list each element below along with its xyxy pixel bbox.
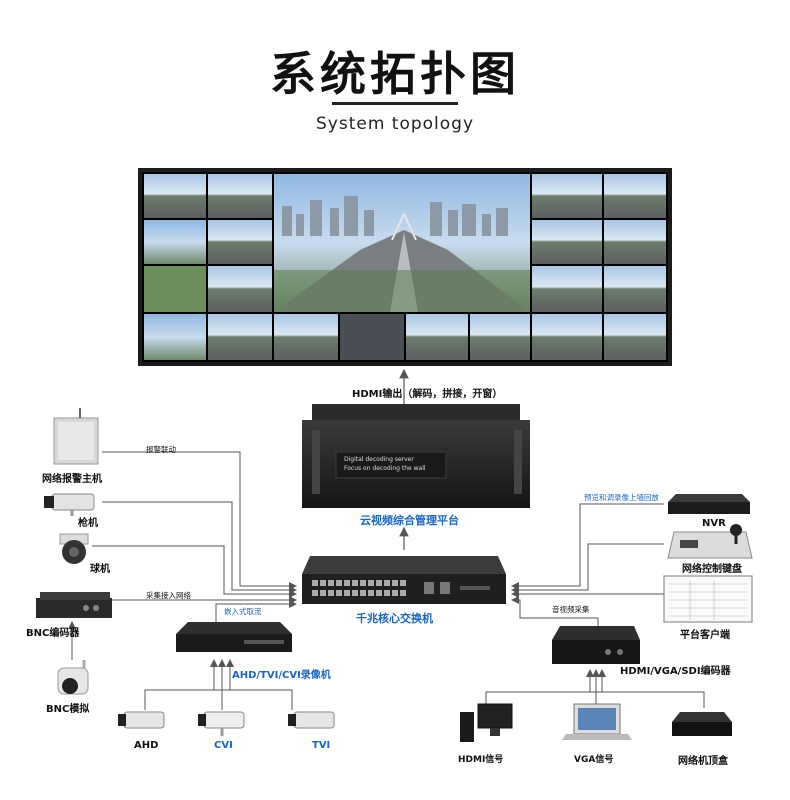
vga-signal-label: VGA信号 (574, 755, 614, 765)
dvr-device (176, 622, 292, 652)
control-keyboard-label: 网络控制键盘 (682, 564, 742, 575)
page-title: 系统拓扑图 (270, 47, 520, 101)
cvi-camera-device (198, 711, 245, 736)
embedded-stream-label: 嵌入式取流 (224, 607, 262, 616)
nvr-label: NVR (702, 518, 726, 529)
page-subtitle: System topology (315, 114, 475, 134)
video-wall-tiles (144, 174, 666, 360)
dome-camera-label: 球机 (90, 564, 110, 575)
bnc-analog-camera-device (57, 660, 89, 695)
cvi-label: CVI (214, 740, 233, 751)
hdmi-encoder-device (552, 626, 640, 664)
preview-playback-label: 预览和调录像上墙回放 (584, 493, 659, 502)
settop-box-device (672, 712, 732, 736)
nvr-device (668, 494, 750, 514)
decoder-name: 云视频综合管理平台 (360, 514, 459, 527)
settop-box-label: 网络机顶盒 (678, 756, 728, 767)
decoder-panel-line2: Focus on decoding the wall (344, 465, 426, 472)
alarm-link-label: 报警联动 (146, 445, 176, 454)
core-switch (302, 556, 506, 604)
decoding-server (302, 404, 530, 508)
bnc-analog-label: BNC模拟 (46, 704, 90, 715)
alarm-host-device (53, 408, 99, 465)
dome-camera-device (59, 533, 89, 564)
platform-client-label: 平台客户端 (680, 630, 730, 641)
title-underline (332, 102, 458, 105)
platform-client-device (663, 575, 753, 623)
control-keyboard-device (667, 524, 753, 559)
hdmi-source-pc-device (460, 703, 513, 742)
tvi-camera-device (288, 711, 335, 729)
bnc-encoder-label: BNC编码器 (26, 628, 80, 639)
dvr-label: AHD/TVI/CVI录像机 (232, 670, 331, 681)
ahd-camera-device (118, 711, 165, 729)
switch-name: 千兆核心交换机 (356, 612, 433, 625)
bullet-camera-device (44, 493, 95, 516)
alarm-host-label: 网络报警主机 (42, 474, 102, 485)
collect-access-label: 采集接入网络 (146, 591, 191, 600)
decoder-panel-line1: Digital decoding server (344, 456, 414, 463)
vga-source-laptop-device (562, 703, 632, 740)
bnc-encoder-device (36, 592, 112, 618)
ahd-label: AHD (134, 740, 159, 751)
tvi-label: TVI (312, 740, 331, 751)
bullet-camera-label: 枪机 (78, 518, 98, 529)
video-wall (138, 168, 672, 366)
wall-output-label: HDMI输出（解码，拼接，开窗） (352, 389, 503, 400)
hdmi-encoder-label: HDMI/VGA/SDI编码器 (620, 666, 731, 677)
av-collect-label: 音视频采集 (552, 605, 590, 614)
hdmi-signal-label: HDMI信号 (458, 755, 504, 765)
